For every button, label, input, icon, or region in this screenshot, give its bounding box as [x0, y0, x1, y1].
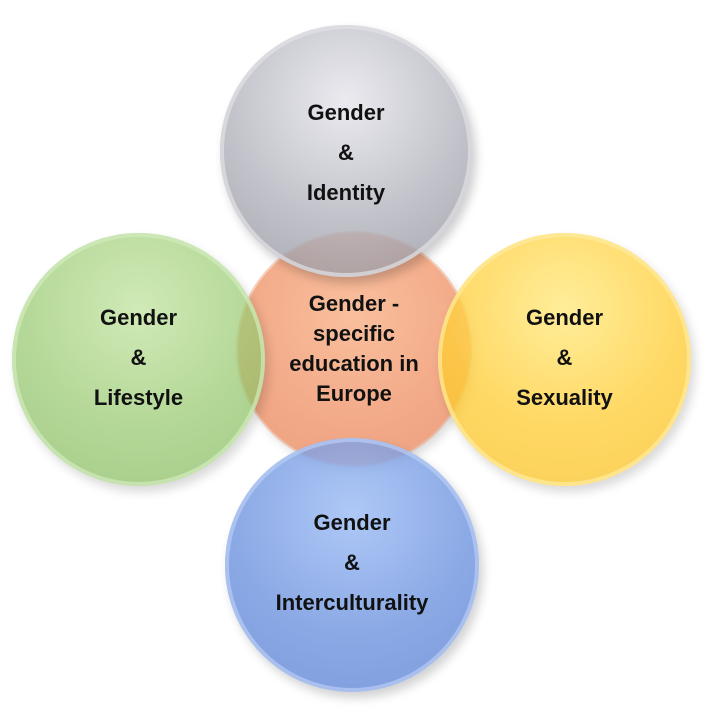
- lifestyle-label-line-1: Gender: [99, 304, 178, 330]
- center-label-line-3: education in: [289, 351, 419, 376]
- identity-label-line-3: Identity: [306, 180, 386, 205]
- interculturality-label-line-2: &: [344, 550, 360, 575]
- center-label-line-4: Europe: [316, 381, 392, 406]
- sexuality-circle: Gender & Sexuality: [438, 233, 691, 486]
- identity-label-line-2: &: [338, 140, 354, 165]
- identity-circle: Gender & Identity: [220, 25, 472, 277]
- interculturality-label-line-3: Interculturality: [275, 590, 429, 615]
- center-label-line-2: specific: [313, 321, 395, 346]
- lifestyle-circle: Gender & Lifestyle: [12, 233, 265, 486]
- sexuality-label-line-3: Sexuality: [516, 384, 613, 410]
- interculturality-circle: Gender & Interculturality: [225, 438, 479, 692]
- center-label-line-1: Gender -: [308, 291, 400, 316]
- identity-label-line-1: Gender: [307, 100, 385, 125]
- interculturality-label-line-1: Gender: [313, 510, 391, 535]
- sexuality-label-line-2: &: [556, 344, 573, 370]
- lifestyle-label-line-3: Lifestyle: [93, 384, 184, 410]
- lifestyle-label-line-2: &: [130, 344, 147, 370]
- sexuality-label-line-1: Gender: [525, 304, 604, 330]
